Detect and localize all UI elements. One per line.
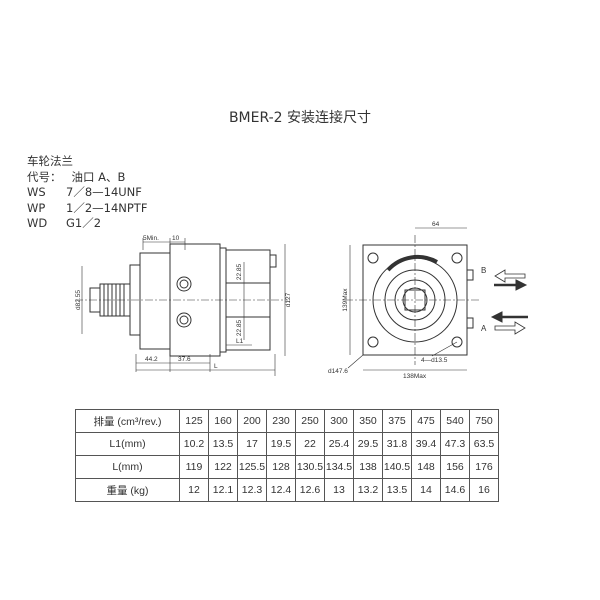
spec-code-label: 代号： (27, 169, 62, 184)
spec-row: WD G1／2 (27, 216, 147, 232)
page-title: BMER-2 安装连接尺寸 (228, 110, 372, 126)
dim-d82: d82.55 (75, 290, 82, 310)
table-cell: 122 (208, 455, 238, 479)
dim-22-85-top: 22.85 (236, 263, 243, 280)
table-cell: 63.5 (469, 432, 499, 456)
spec-row-code: WP (27, 200, 46, 215)
table-cell: 10.2 (179, 432, 209, 456)
table-cell: 475 (411, 409, 441, 433)
spec-port-label: 油口 A、B (71, 169, 126, 184)
table-cell: 119 (179, 455, 209, 479)
table-cell: 750 (469, 409, 499, 433)
table-cell: 138 (353, 455, 383, 479)
table-cell: 350 (353, 409, 383, 433)
table-cell: 375 (382, 409, 412, 433)
dim-10: 10 (172, 235, 180, 242)
dim-d147: d147.6 (328, 368, 348, 375)
table-cell: 156 (440, 455, 470, 479)
spec-row: WS 7／8—14UNF (27, 185, 147, 201)
table-cell: 13 (324, 478, 354, 502)
table-cell: 200 (237, 409, 267, 433)
port-b-label: B (481, 266, 486, 275)
side-view (75, 238, 288, 376)
table-cell: 13.5 (382, 478, 412, 502)
table-cell: 128 (266, 455, 296, 479)
table-cell: 125 (179, 409, 209, 433)
table-cell: 47.3 (440, 432, 470, 456)
table-cell: 160 (208, 409, 238, 433)
table-cell: 540 (440, 409, 470, 433)
row-header: L1(mm) (75, 432, 180, 456)
spec-row-thread: 1／2—14NPTF (66, 200, 148, 215)
table-cell: 176 (469, 455, 499, 479)
spec-code-header: 代号： 油口 A、B (27, 170, 147, 186)
table-cell: 140.5 (382, 455, 412, 479)
port-a-label: A (481, 324, 487, 333)
technical-drawing: 5Min. 10 d82.55 22.85 22.85 d127 44.2 37… (75, 221, 528, 380)
table-cell: 300 (324, 409, 354, 433)
dim-holes: 4—d13.5 (421, 357, 448, 364)
table-cell: 16 (469, 478, 499, 502)
dim-138max: 138Max (403, 373, 427, 380)
dim-22-85-bottom: 22.85 (236, 319, 243, 336)
table-cell: 14.6 (440, 478, 470, 502)
spec-row-thread: G1／2 (66, 216, 102, 230)
row-header: 排量 (cm³/rev.) (75, 409, 180, 433)
table-cell: 250 (295, 409, 325, 433)
dim-l: L (214, 363, 218, 370)
spec-row-code: WS (27, 185, 46, 199)
dim-64: 64 (432, 221, 440, 228)
front-view (345, 227, 528, 371)
spec-row-thread: 7／8—14UNF (66, 185, 142, 199)
dim-l1: L1 (236, 338, 244, 345)
table-cell: 22 (295, 432, 325, 456)
table-cell: 13.5 (208, 432, 238, 456)
table-cell: 39.4 (411, 432, 441, 456)
table-cell: 12.4 (266, 478, 296, 502)
table-cell: 12.6 (295, 478, 325, 502)
table-cell: 125.5 (237, 455, 267, 479)
table-cell: 13.2 (353, 478, 383, 502)
table-cell: 25.4 (324, 432, 354, 456)
dim-139max: 139Max (342, 288, 349, 312)
table-cell: 14 (411, 478, 441, 502)
dim-5min: 5Min. (143, 235, 159, 242)
table-cell: 29.5 (353, 432, 383, 456)
row-header: L(mm) (75, 455, 180, 479)
table-cell: 134.5 (324, 455, 354, 479)
spec-flange: 车轮法兰 (27, 154, 73, 168)
table-cell: 12 (179, 478, 209, 502)
table-cell: 31.8 (382, 432, 412, 456)
table-cell: 230 (266, 409, 296, 433)
spec-row: WP 1／2—14NPTF (27, 201, 147, 217)
row-header: 重量 (kg) (75, 478, 180, 502)
dim-44-2: 44.2 (145, 356, 158, 363)
table-cell: 19.5 (266, 432, 296, 456)
dim-37-6: 37.6 (178, 356, 191, 363)
table-cell: 12.1 (208, 478, 238, 502)
table-cell: 148 (411, 455, 441, 479)
table-cell: 12.3 (237, 478, 267, 502)
spec-block: 车轮法兰 代号： 油口 A、B WS 7／8—14UNF WP 1／2—14NP… (27, 154, 147, 232)
table-cell: 130.5 (295, 455, 325, 479)
spec-row-code: WD (27, 216, 48, 230)
table-cell: 17 (237, 432, 267, 456)
dim-d127: d127 (285, 292, 292, 307)
